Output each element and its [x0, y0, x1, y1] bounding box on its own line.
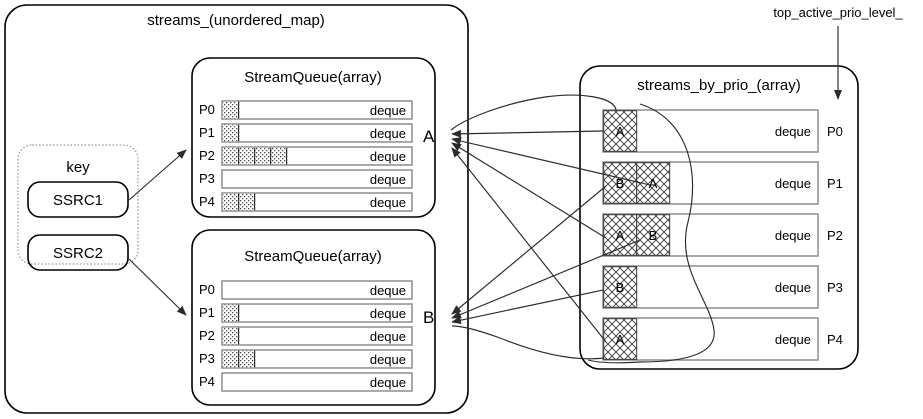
p1-a-to-queue-a-arrow	[451, 137, 651, 186]
stream-queue-b: StreamQueue(array) P0 deque P1 deque P2 …	[191, 229, 436, 406]
prio-label: P3	[199, 171, 215, 186]
prio-label: P4	[827, 332, 843, 347]
cross-reference-arrows	[450, 94, 715, 364]
by-prio-cell-label: A	[616, 332, 625, 347]
queue-fill-segment	[222, 327, 239, 345]
deque-label: deque	[370, 375, 406, 390]
top-active-prio-pointer: top_active_prio_level_	[773, 5, 903, 100]
by-prio-cell-label: B	[616, 280, 625, 295]
deque-label: deque	[370, 352, 406, 367]
prio-label: P4	[199, 374, 215, 389]
key-box: key SSRC1 SSRC2	[17, 144, 139, 271]
by-prio-cell-label: A	[616, 124, 625, 139]
deque-label: deque	[370, 195, 406, 210]
by-prio-cell-label: B	[616, 176, 625, 191]
key-entry-label: SSRC2	[53, 245, 103, 262]
key-to-queue-arrows	[128, 149, 187, 316]
p4-a-to-queue-a-arrow	[451, 147, 607, 343]
stream-queue-row: P3 deque	[199, 169, 413, 189]
prio-chain-curve	[587, 103, 715, 364]
prio-label: P3	[199, 351, 215, 366]
p4-b-curve-link	[451, 325, 605, 360]
by-prio-cell	[603, 266, 638, 308]
prio-label: P1	[199, 305, 215, 320]
stream-queue-row: P2 deque	[199, 326, 413, 346]
deque-label: deque	[775, 228, 811, 243]
p0-a-curve-link	[450, 94, 617, 131]
deque-label: deque	[775, 176, 811, 191]
queue-fill-segment	[222, 124, 239, 142]
prio-label: P0	[199, 102, 215, 117]
by-prio-cell	[603, 110, 638, 152]
by-prio-cell	[603, 318, 638, 360]
stream-queue-a: StreamQueue(array) P0 deque P1 deque P2	[191, 57, 436, 218]
deque-label: deque	[370, 149, 406, 164]
stream-queue-title: StreamQueue(array)	[244, 248, 382, 265]
prio-label: P4	[199, 194, 215, 209]
by-prio-cell-label: B	[649, 228, 658, 243]
stream-queue-row: P0 deque	[199, 100, 413, 120]
by-prio-row: A deque P4	[602, 317, 843, 361]
stream-queue-row: P1 deque	[199, 123, 413, 143]
p1-b-to-queue-b-arrow	[451, 185, 607, 315]
stream-queue-row: P3 deque	[199, 349, 413, 369]
streams-map-container: streams_(unordered_map)	[4, 4, 469, 414]
prio-label: P1	[827, 176, 843, 191]
prio-label: P2	[199, 148, 215, 163]
deque-label: deque	[370, 283, 406, 298]
deque-label: deque	[370, 306, 406, 321]
top-active-prio-level-label: top_active_prio_level_	[773, 5, 903, 20]
prio-label: P3	[827, 280, 843, 295]
by-prio-row: A deque P0	[602, 109, 843, 153]
by-prio-cell-label: A	[616, 228, 625, 243]
stream-queue-tag: A	[423, 127, 435, 146]
p2-a-to-queue-a-arrow	[451, 142, 607, 239]
by-prio-cell-label: A	[649, 176, 658, 191]
p3-b-to-queue-b-arrow	[451, 289, 604, 325]
streams-by-prio-container: streams_by_prio_(array) A deque P0 B A d…	[579, 65, 859, 370]
by-prio-cell	[603, 162, 638, 204]
prio-label: P0	[827, 124, 843, 139]
ssrc1-to-queue-a-arrow	[128, 149, 187, 201]
prio-label: P1	[199, 125, 215, 140]
key-entry-ssrc2[interactable]: SSRC2	[27, 234, 129, 271]
stream-queue-row: P1 deque	[199, 303, 413, 323]
queue-fill-segment	[222, 101, 239, 119]
stream-queue-title: StreamQueue(array)	[244, 69, 382, 86]
prio-label: P0	[199, 282, 215, 297]
key-entry-label: SSRC1	[53, 192, 103, 209]
key-entry-ssrc1[interactable]: SSRC1	[27, 181, 129, 218]
by-prio-row: A B deque P2	[602, 213, 843, 257]
deque-label: deque	[370, 126, 406, 141]
deque-label: deque	[775, 280, 811, 295]
prio-label: P2	[827, 228, 843, 243]
deque-label: deque	[370, 103, 406, 118]
deque-label: deque	[370, 329, 406, 344]
stream-queue-tag: B	[423, 308, 434, 327]
p2-b-to-queue-b-arrow	[451, 239, 641, 319]
deque-label: deque	[775, 124, 811, 139]
p0-a-to-queue-a-arrow	[451, 129, 604, 138]
stream-queue-row: P4 deque	[199, 192, 413, 212]
by-prio-cell	[636, 214, 671, 256]
ssrc2-to-queue-b-arrow	[128, 258, 187, 316]
deque-label: deque	[370, 172, 406, 187]
by-prio-row: B deque P3	[602, 265, 843, 309]
streams-by-prio-title: streams_by_prio_(array)	[637, 77, 800, 94]
key-box-label: key	[66, 159, 90, 176]
stream-queue-row: P4 deque	[199, 372, 413, 392]
stream-queue-row: P0 deque	[199, 280, 413, 300]
deque-label: deque	[775, 332, 811, 347]
queue-fill-segment	[222, 304, 239, 322]
stream-queue-row: P2 deque	[199, 146, 413, 166]
streams-map-title: streams_(unordered_map)	[147, 12, 325, 29]
prio-label: P2	[199, 328, 215, 343]
by-prio-row: B A deque P1	[602, 161, 843, 205]
